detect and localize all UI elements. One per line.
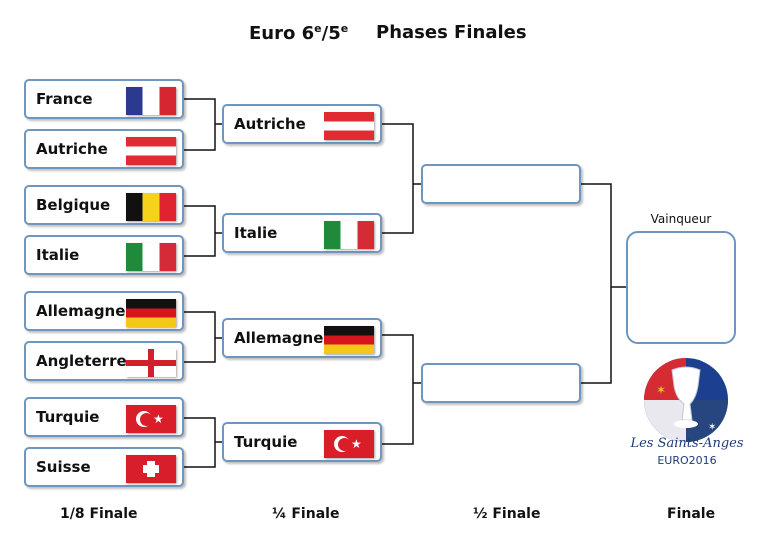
germany-flag-icon [126, 299, 176, 327]
r16-slot-5: Allemagne [24, 291, 184, 331]
france-flag-icon [126, 87, 176, 115]
italy-flag-icon [324, 221, 374, 249]
sf-slot-2[interactable] [421, 363, 581, 403]
austria-flag-icon [324, 112, 374, 140]
r16-slot-2: Autriche [24, 129, 184, 169]
euro2016-logo: ✶ ✶ Les Saints-Anges EURO2016 [620, 352, 750, 477]
svg-text:✶: ✶ [708, 422, 716, 433]
italy-flag-icon [126, 243, 176, 271]
team-name: Autriche [234, 115, 306, 133]
team-name: Angleterre [36, 352, 127, 370]
turkey-flag-icon: ★ [324, 430, 374, 458]
qf-slot-1: Autriche [222, 104, 382, 144]
winner-label: Vainqueur [650, 212, 712, 226]
team-name: France [36, 90, 93, 108]
title-part2: Phases Finales [376, 22, 527, 43]
team-name: Belgique [36, 196, 111, 214]
team-name: Autriche [36, 140, 108, 158]
qf-slot-2: Italie [222, 213, 382, 253]
logo-text-line2: EURO2016 [657, 454, 717, 467]
r16-slot-1: France [24, 79, 184, 119]
r16-slot-7: Turquie ★ [24, 397, 184, 437]
qf-slot-4: Turquie ★ [222, 422, 382, 462]
r16-slot-3: Belgique [24, 185, 184, 225]
r16-slot-6: Angleterre [24, 341, 184, 381]
team-name: Italie [36, 246, 80, 264]
round-label-final: Finale [667, 506, 716, 522]
trophy-logo-icon: ✶ ✶ [644, 358, 728, 442]
sf-slot-1[interactable] [421, 164, 581, 204]
switzerland-flag-icon [126, 455, 176, 483]
team-name: Allemagne [36, 302, 126, 320]
round-label-r16: 1/8 Finale [60, 506, 138, 522]
england-flag-icon [126, 349, 176, 377]
r16-slot-4: Italie [24, 235, 184, 275]
r16-slot-8: Suisse [24, 447, 184, 487]
winner-box[interactable] [626, 231, 736, 344]
team-name: Italie [234, 224, 278, 242]
svg-text:✶: ✶ [656, 383, 666, 397]
austria-flag-icon [126, 137, 176, 165]
team-name: Turquie [36, 408, 100, 426]
germany-flag-icon [324, 326, 374, 354]
qf-slot-3: Allemagne [222, 318, 382, 358]
logo-text-line1: Les Saints-Anges [630, 436, 744, 451]
team-name: Turquie [234, 433, 298, 451]
title-part1: Euro 6e/5e [249, 22, 349, 44]
round-label-qf: ¼ Finale [272, 506, 340, 522]
belgium-flag-icon [126, 193, 176, 221]
team-name: Allemagne [234, 329, 324, 347]
team-name: Suisse [36, 458, 91, 476]
turkey-flag-icon: ★ [126, 405, 176, 433]
round-label-sf: ½ Finale [473, 506, 541, 522]
